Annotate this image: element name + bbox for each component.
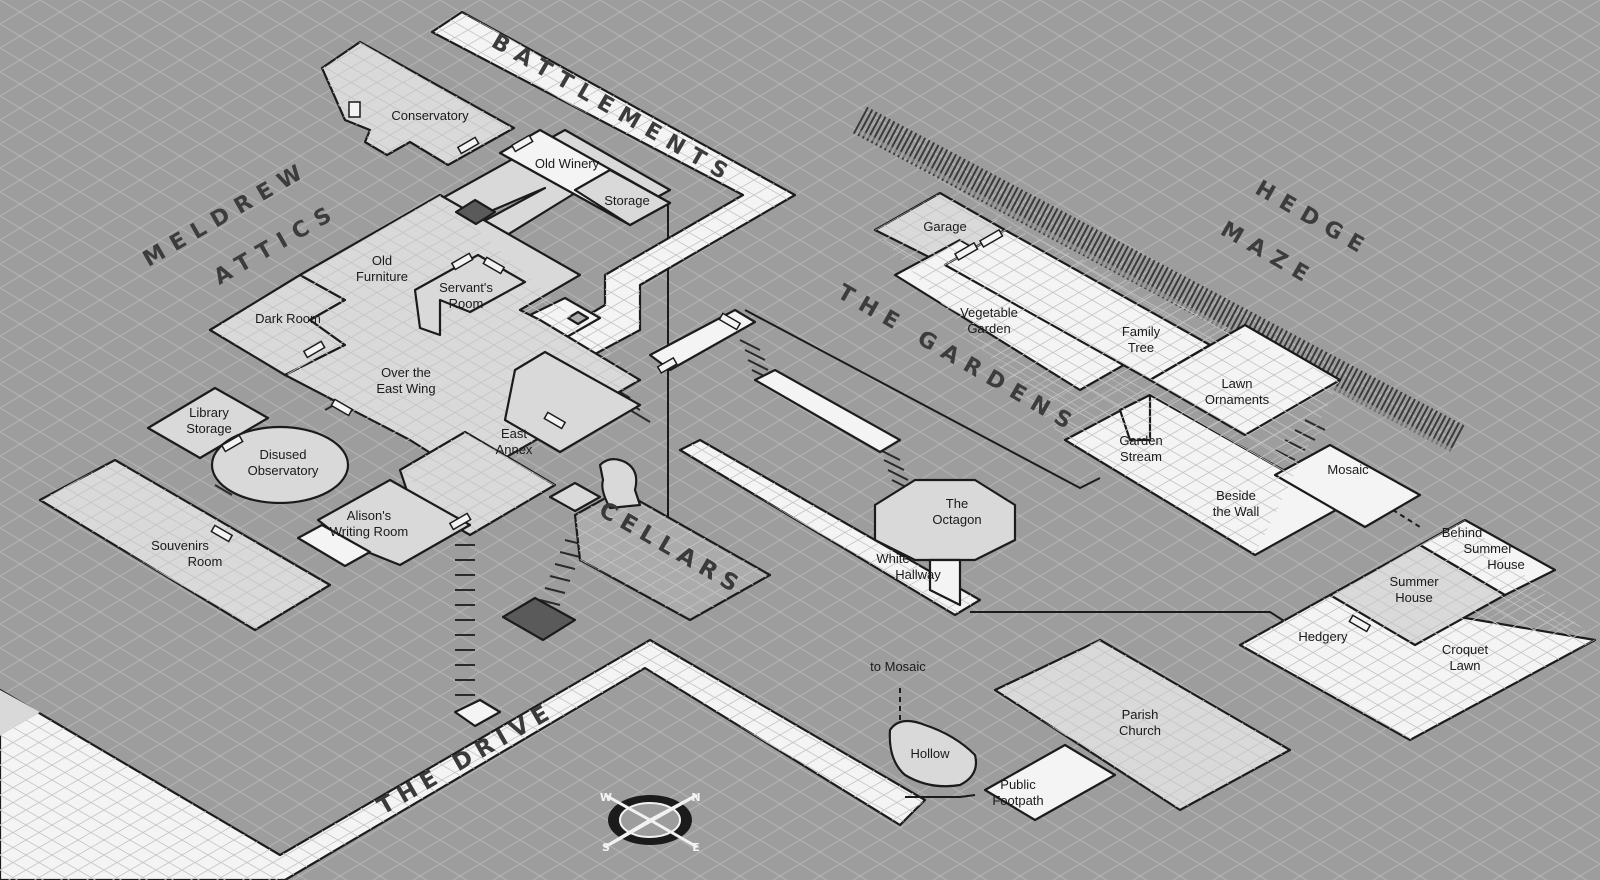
label-to-mosaic: to Mosaic bbox=[870, 659, 926, 674]
label-family-tree-2: Tree bbox=[1128, 340, 1154, 355]
the-drive bbox=[0, 638, 927, 880]
label-lawn-ornaments-1: Lawn bbox=[1221, 376, 1252, 391]
label-octagon-1: The bbox=[946, 496, 968, 511]
label-old-furniture-1: Old bbox=[372, 253, 392, 268]
label-old-furniture-2: Furniture bbox=[356, 269, 408, 284]
label-old-winery: Old Winery bbox=[535, 156, 600, 171]
label-beside-wall-2: the Wall bbox=[1213, 504, 1260, 519]
label-white-hallway-1: White bbox=[876, 551, 909, 566]
parish-church bbox=[888, 638, 1292, 822]
label-library-storage-2: Storage bbox=[186, 421, 232, 436]
label-behind-summer-house-3: House bbox=[1487, 557, 1525, 572]
label-storage: Storage bbox=[604, 193, 650, 208]
label-parish-church-2: Church bbox=[1119, 723, 1161, 738]
label-garage: Garage bbox=[923, 219, 966, 234]
label-public-footpath-1: Public bbox=[1000, 777, 1036, 792]
label-croquet-lawn-1: Croquet bbox=[1442, 642, 1489, 657]
compass-w: W bbox=[600, 791, 612, 804]
label-garden-stream-2: Stream bbox=[1120, 449, 1162, 464]
label-alisons-room-1: Alison's bbox=[347, 508, 392, 523]
label-white-hallway-2: Hallway bbox=[895, 567, 941, 582]
compass-e: E bbox=[692, 841, 700, 854]
summer-house bbox=[1238, 518, 1597, 742]
label-summer-house-2: House bbox=[1395, 590, 1433, 605]
label-family-tree-1: Family bbox=[1122, 324, 1161, 339]
label-octagon-2: Octagon bbox=[932, 512, 981, 527]
label-over-east-wing-1: Over the bbox=[381, 365, 431, 380]
label-souvenirs-room-1: Souvenirs bbox=[151, 538, 209, 553]
label-east-annex-2: Annex bbox=[496, 442, 533, 457]
label-croquet-lawn-2: Lawn bbox=[1449, 658, 1480, 673]
label-behind-summer-house-2: Summer bbox=[1463, 541, 1513, 556]
compass-n: N bbox=[691, 791, 700, 804]
label-vegetable-garden-2: Garden bbox=[967, 321, 1010, 336]
label-servants-room-1: Servant's bbox=[439, 280, 493, 295]
compass-s: S bbox=[602, 841, 610, 854]
label-public-footpath-2: Footpath bbox=[992, 793, 1043, 808]
label-over-east-wing-2: East Wing bbox=[376, 381, 435, 396]
label-conservatory: Conservatory bbox=[391, 108, 469, 123]
label-summer-house-1: Summer bbox=[1389, 574, 1439, 589]
compass-rose bbox=[604, 793, 698, 849]
label-east-annex-1: East bbox=[501, 426, 527, 441]
hedge-maze-hedge bbox=[852, 106, 1468, 454]
label-alisons-room-2: Writing Room bbox=[330, 524, 409, 539]
label-beside-wall-1: Beside bbox=[1216, 488, 1256, 503]
label-hollow: Hollow bbox=[910, 746, 950, 761]
label-lawn-ornaments-2: Ornaments bbox=[1205, 392, 1270, 407]
gardens bbox=[873, 191, 1422, 557]
attics bbox=[38, 40, 672, 632]
room-labels: Conservatory Old Winery Storage Old Furn… bbox=[151, 108, 1525, 808]
label-behind-summer-house-1: Behind bbox=[1442, 525, 1482, 540]
label-dark-room: Dark Room bbox=[255, 311, 321, 326]
label-mosaic: Mosaic bbox=[1327, 462, 1369, 477]
label-disused-observatory-2: Observatory bbox=[248, 463, 319, 478]
cellars bbox=[501, 458, 772, 642]
label-garden-stream-1: Garden bbox=[1119, 433, 1162, 448]
label-servants-room-2: Room bbox=[449, 296, 484, 311]
label-souvenirs-room-2: Room bbox=[188, 554, 223, 569]
label-vegetable-garden-1: Vegetable bbox=[960, 305, 1018, 320]
label-disused-observatory-1: Disused bbox=[260, 447, 307, 462]
label-library-storage-1: Library bbox=[189, 405, 229, 420]
label-hedgery: Hedgery bbox=[1298, 629, 1348, 644]
white-hallway bbox=[648, 308, 1017, 617]
label-parish-church-1: Parish bbox=[1122, 707, 1159, 722]
